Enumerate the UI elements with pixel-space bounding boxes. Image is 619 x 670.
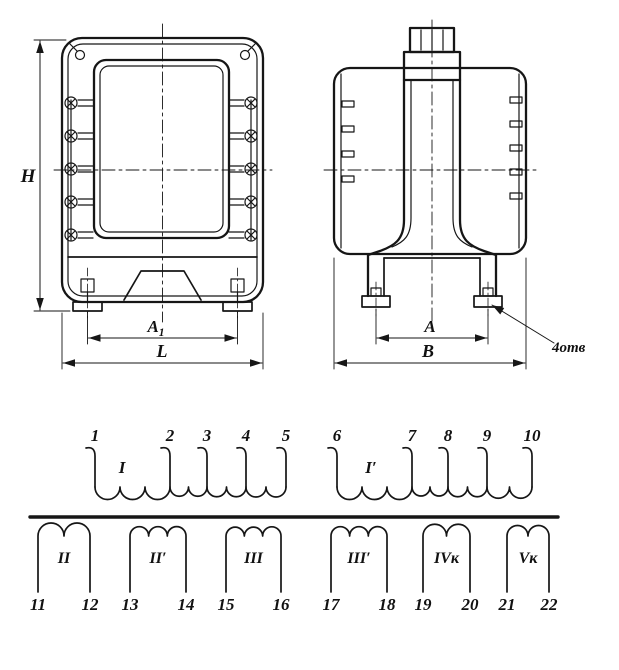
dim-b-extension-lines (333, 257, 527, 370)
strap-ear-right-icon (239, 49, 251, 61)
front-bolt-centerlines (87, 267, 238, 319)
winding-Vk-label: Vк (519, 550, 539, 567)
front-window-outer (92, 58, 231, 240)
terminal-20-label: 20 (461, 595, 480, 614)
terminal-8-label: 8 (444, 426, 453, 445)
lead-terminal-10 (522, 446, 533, 488)
side-lamination-edges (340, 73, 520, 249)
holes-note-label: 4отв (551, 340, 586, 356)
winding-II-prime-coil (129, 525, 187, 593)
dim-a1-label: A1 (146, 317, 164, 339)
dim-a-extension-lines (375, 308, 489, 345)
terminal-5-label: 5 (282, 426, 291, 445)
winding-III: 15 16 III (218, 525, 291, 614)
terminal-15-label: 15 (218, 595, 236, 614)
front-terminal-pins-right (228, 96, 258, 242)
winding-III-label: III (243, 550, 263, 567)
dim-h-extension-lines (33, 39, 71, 312)
winding-I-prime: 6 7 8 9 10 I′ (327, 426, 542, 501)
dim-l-label: L (156, 341, 168, 361)
winding-III-prime-label: III′ (346, 550, 370, 567)
side-coil-column (366, 78, 498, 298)
lead-terminal-3 (197, 446, 208, 488)
terminal-10-label: 10 (524, 426, 542, 445)
dim-a1-extension-lines (87, 311, 238, 345)
terminal-14-label: 14 (178, 595, 195, 614)
terminal-16-label: 16 (273, 595, 291, 614)
side-view (323, 19, 537, 331)
winding-III-coil (225, 525, 282, 593)
winding-I-prime-label: I′ (364, 458, 376, 477)
terminal-2-label: 2 (165, 426, 175, 445)
terminal-7-label: 7 (408, 426, 418, 445)
winding-I-label: I (118, 458, 127, 477)
winding-II-prime-label: II′ (149, 550, 167, 567)
terminal-19-label: 19 (415, 595, 433, 614)
terminal-12-label: 12 (82, 595, 100, 614)
winding-IVk: 19 20 IVк (415, 523, 480, 614)
lead-terminal-5 (276, 446, 287, 488)
winding-IVk-label: IVк (433, 550, 460, 567)
terminal-11-label: 11 (30, 595, 46, 614)
terminal-22-label: 22 (540, 595, 559, 614)
lead-terminal-9 (477, 446, 488, 488)
dim-h-label: H (20, 166, 37, 187)
side-lugs-right (509, 96, 523, 200)
terminal-9-label: 9 (483, 426, 492, 445)
terminal-4-label: 4 (241, 426, 251, 445)
dim-b-label: B (421, 341, 434, 361)
side-body-outline (332, 66, 528, 256)
strap-ear-left-icon (74, 49, 86, 61)
dim-l-extension-lines (61, 312, 264, 370)
winding-IVk-coil (422, 523, 471, 593)
terminal-13-label: 13 (122, 595, 140, 614)
winding-III-prime: 17 18 III′ (323, 525, 397, 614)
front-terminal-pins-left (64, 96, 94, 242)
winding-Vk-coil (506, 524, 550, 593)
winding-I: 1 2 3 4 5 I (85, 426, 291, 501)
lead-terminal-6 (327, 446, 338, 488)
side-dimensions: A B 4отв (333, 257, 586, 370)
strap-ear-tabs (69, 43, 256, 52)
winding-Vk: 21 22 Vк (498, 524, 559, 614)
terminal-18-label: 18 (379, 595, 397, 614)
winding-II-coil (37, 522, 91, 593)
winding-II-label: II (57, 550, 71, 567)
lead-terminal-7 (402, 446, 413, 488)
terminal-21-label: 21 (498, 595, 516, 614)
winding-I-coil (94, 486, 287, 501)
terminal-1-label: 1 (91, 426, 100, 445)
terminal-17-label: 17 (323, 595, 342, 614)
terminal-6-label: 6 (333, 426, 342, 445)
winding-II-prime: 13 14 II′ (122, 525, 195, 614)
holes-leader-line (491, 304, 555, 344)
winding-II: 11 12 II (30, 522, 100, 614)
terminal-3-label: 3 (202, 426, 212, 445)
front-window-inner (99, 65, 224, 233)
lead-terminal-1 (85, 446, 96, 488)
winding-III-prime-coil (330, 525, 388, 593)
winding-I-prime-coil (336, 486, 533, 501)
lead-terminal-8 (438, 446, 449, 488)
lead-terminal-2 (160, 446, 171, 488)
front-dimensions: H A1 L (20, 39, 264, 370)
dim-a-label: A (423, 317, 435, 336)
winding-schematic: 1 2 3 4 5 I 6 7 8 9 10 I′ 11 12 II (28, 426, 560, 614)
front-view (53, 23, 273, 323)
lead-terminal-4 (236, 446, 247, 488)
